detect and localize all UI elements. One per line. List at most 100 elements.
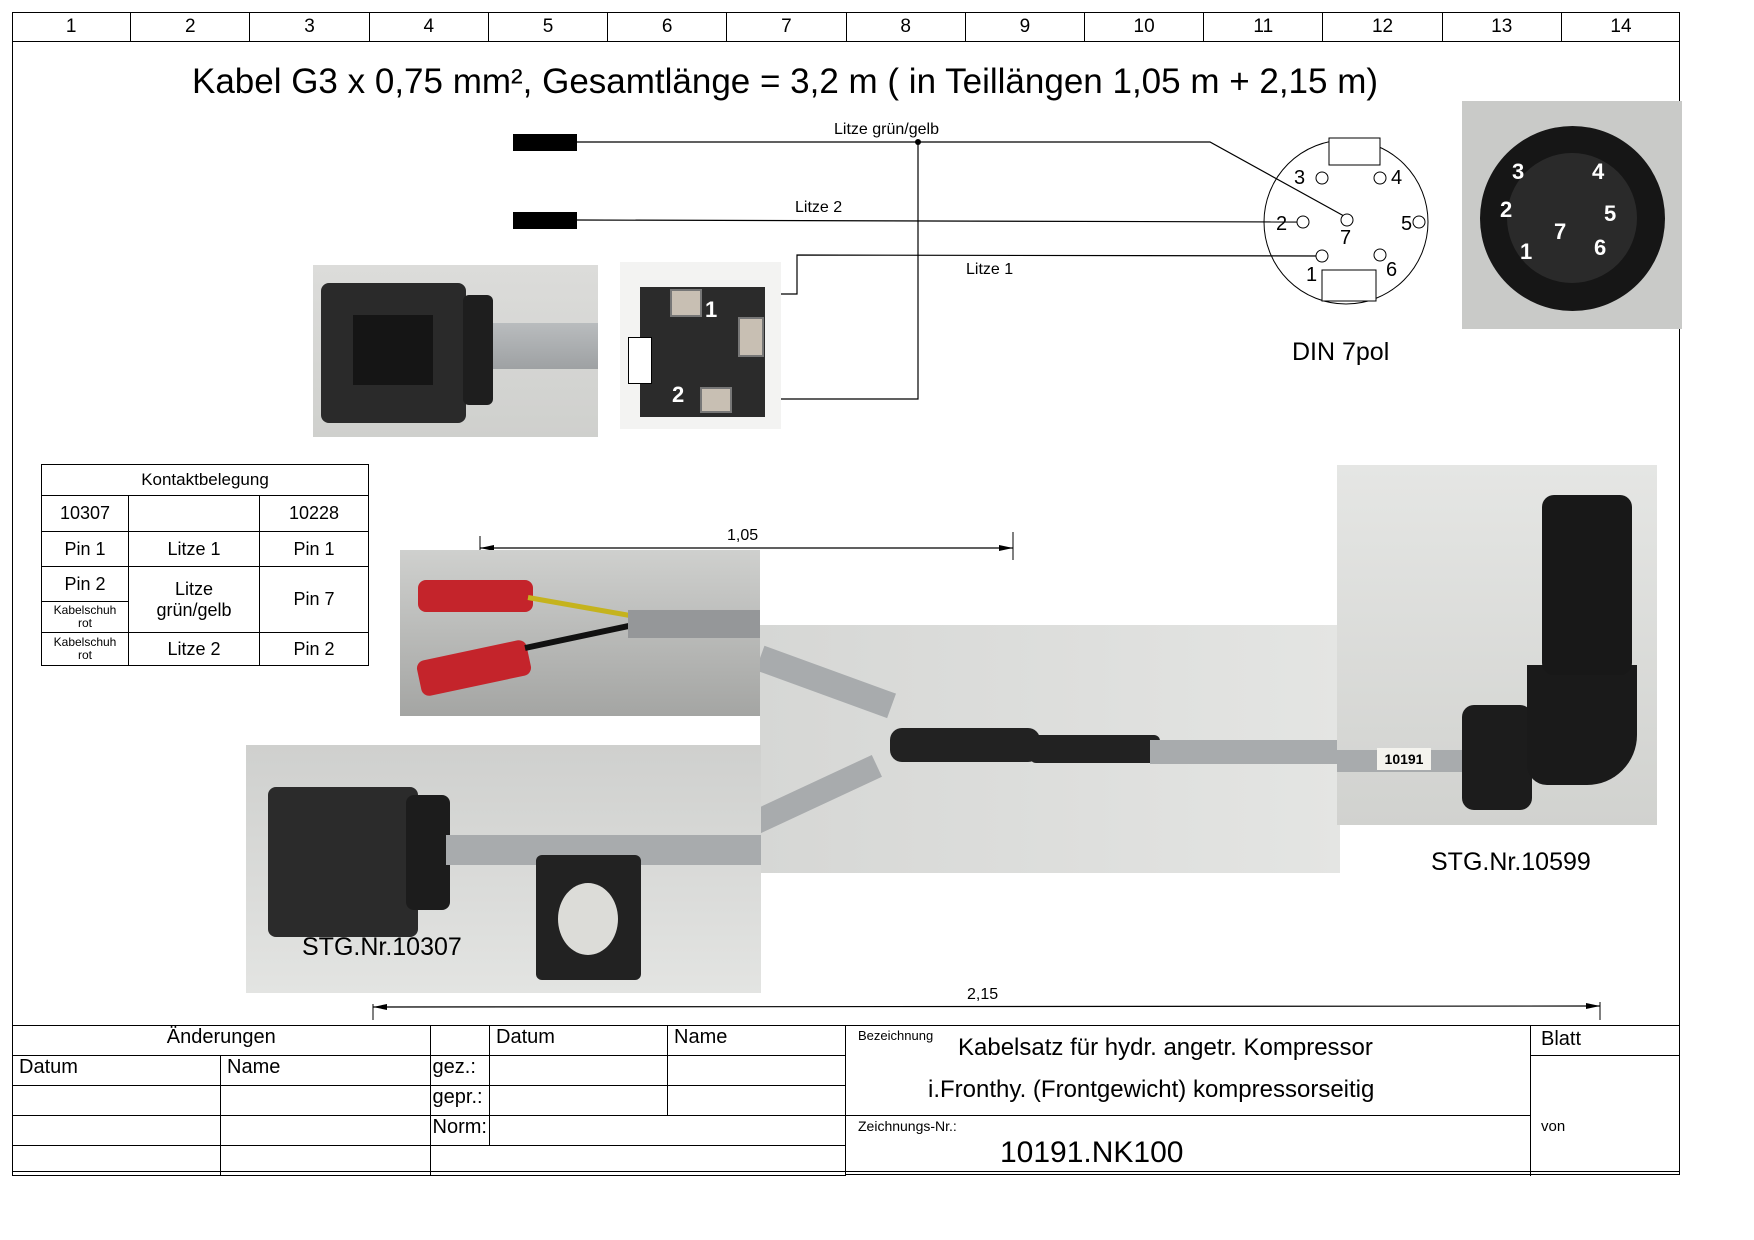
change-name-cell[interactable] <box>220 1085 431 1116</box>
contact-table-header <box>128 495 260 532</box>
photo-plug-contacts: 1 2 <box>620 262 781 429</box>
din-pin-hole <box>1373 248 1387 262</box>
gepr-label: gepr.: <box>429 1085 491 1116</box>
changes-block: Änderungen Datum Name Datum Name gez.: g… <box>12 1025 847 1176</box>
change-name-cell[interactable] <box>220 1145 431 1176</box>
ruler-col: 5 <box>489 12 609 41</box>
dimension-arrow <box>1586 1003 1600 1009</box>
cable <box>760 645 897 719</box>
din-photo-label: 7 <box>1554 219 1567 244</box>
name-header: Name <box>667 1025 846 1056</box>
contact-table-cell: Litze 2 <box>128 632 260 666</box>
photo-plug-side <box>313 265 598 437</box>
ruler-col: 13 <box>1443 12 1562 41</box>
ruler-col: 3 <box>250 12 370 41</box>
norm-value[interactable] <box>489 1115 846 1146</box>
din-photo-label: 1 <box>1520 239 1533 264</box>
gepr-name[interactable] <box>667 1085 846 1116</box>
contact-table-cell: Pin 1 <box>41 531 129 567</box>
contact-table-title: Kontaktbelegung <box>41 464 369 496</box>
change-name-header: Name <box>220 1055 431 1086</box>
din-pin-label: 4 <box>1391 167 1402 189</box>
column-ruler: 1 2 3 4 5 6 7 8 9 10 11 12 13 14 <box>12 12 1680 42</box>
zeichnungsnr-cell: Zeichnungs-Nr.: 10191.NK100 <box>846 1116 1531 1176</box>
ruler-col: 2 <box>131 12 251 41</box>
connector-body <box>1542 495 1632 675</box>
gez-name[interactable] <box>667 1055 846 1086</box>
change-datum-header: Datum <box>12 1055 221 1086</box>
din-pin-label: 6 <box>1386 259 1397 281</box>
wire-label-gn-ye: Litze grün/gelb <box>834 121 939 138</box>
plug-socket <box>353 315 433 385</box>
wire-gn-ye-drop <box>770 142 919 400</box>
ruler-col: 14 <box>1610 16 1632 37</box>
contact-ground <box>738 317 764 357</box>
change-datum-cell[interactable] <box>12 1145 221 1176</box>
din-face <box>1507 153 1637 283</box>
wire-1-line <box>770 254 1323 295</box>
photo-cable-center <box>760 625 1340 873</box>
cable <box>1150 740 1340 764</box>
din-pin-hole <box>1340 213 1354 227</box>
connector-nut <box>1462 705 1532 810</box>
contact-label: 2 <box>672 382 685 407</box>
diode <box>628 337 652 384</box>
von-cell: von <box>1531 1116 1680 1176</box>
contact-table-header: 10307 <box>41 495 129 532</box>
stg-number-right: STG.Nr.10599 <box>1431 848 1591 876</box>
photo-din-connector: 3 4 2 5 7 1 6 <box>1462 101 1682 329</box>
din-pin-hole <box>1315 249 1329 263</box>
wire-label-2: Litze 2 <box>795 199 843 216</box>
din-pin-hole <box>1373 171 1387 185</box>
dimension-arrow <box>373 1004 387 1010</box>
blatt-cell: Blatt <box>1531 1026 1680 1056</box>
photo-angle-connector: 10191 <box>1337 465 1657 825</box>
ruler-col: 9 <box>966 12 1085 41</box>
gez-label: gez.: <box>429 1055 491 1086</box>
cable <box>760 754 882 836</box>
bezeichnung-cell: Bezeichnung Kabelsatz für hydr. angetr. … <box>846 1026 1531 1116</box>
contact-table-header: 10228 <box>259 495 369 532</box>
contact-table-cell: Pin 1 <box>259 531 369 567</box>
wire-2-line <box>576 219 1302 223</box>
valve-connector-body <box>268 787 418 937</box>
designation-block: Bezeichnung Kabelsatz für hydr. angetr. … <box>846 1025 1680 1176</box>
wire-end-gn-ye <box>513 134 577 151</box>
photo-cable-terminals <box>400 550 760 716</box>
din-photo-label: 5 <box>1604 201 1617 226</box>
gepr-datum[interactable] <box>489 1085 668 1116</box>
von-label: von <box>1541 1118 1566 1135</box>
heat-shrink <box>1030 735 1160 763</box>
din-pin-label: 2 <box>1276 213 1287 235</box>
dimension-arrow <box>480 545 494 551</box>
ruler-col: 12 <box>1323 12 1443 41</box>
green-yellow-wire <box>527 595 637 620</box>
contact-table-cell: Pin 2 <box>259 632 369 666</box>
din-pin-label: 7 <box>1340 227 1351 249</box>
ruler-col: 10 <box>1085 12 1205 41</box>
contact-2 <box>700 387 732 413</box>
contact-table-cell: Litze 1 <box>128 531 260 567</box>
stg-number-left: STG.Nr.10307 <box>302 933 462 961</box>
wire-label-1: Litze 1 <box>966 261 1014 278</box>
contact-1 <box>670 289 702 317</box>
drawing-title: Kabel G3 x 0,75 mm², Gesamtlänge = 3,2 m… <box>191 62 1379 101</box>
change-datum-cell[interactable] <box>12 1115 221 1146</box>
gasket-hole <box>558 883 618 955</box>
change-datum-cell[interactable] <box>12 1085 221 1116</box>
photo-valve-connector: STG.Nr.10307 <box>246 745 761 993</box>
bezeichnung-line2: i.Fronthy. (Frontgewicht) kompressorseit… <box>928 1076 1375 1103</box>
contact-table-cell: Pin 7 <box>259 566 369 633</box>
norm-label: Norm: <box>429 1115 491 1146</box>
dimension-arrow <box>999 545 1013 551</box>
change-name-cell[interactable] <box>220 1115 431 1146</box>
din-key-top <box>1328 137 1381 166</box>
gez-datum[interactable] <box>489 1055 668 1086</box>
din-pin-label: 3 <box>1294 167 1305 189</box>
cable <box>628 610 760 638</box>
contact-table-cell: Kabelschuh rot <box>41 601 129 633</box>
wire-gn-ye-line <box>577 141 1354 222</box>
cable-label-tag: 10191 <box>1377 748 1431 770</box>
datum-header: Datum <box>489 1025 668 1056</box>
